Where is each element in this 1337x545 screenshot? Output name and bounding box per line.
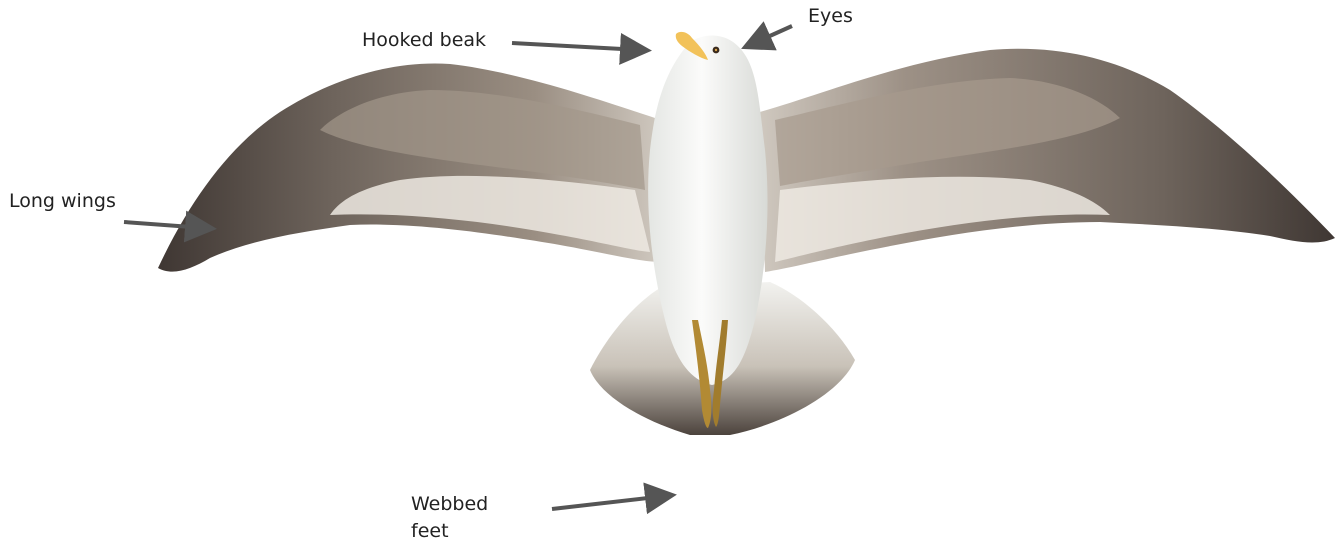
eyes-label: Eyes <box>808 4 853 28</box>
right-wing <box>760 49 1335 272</box>
long-wings-label: Long wings <box>9 189 116 213</box>
left-wing <box>158 63 660 271</box>
eyes-arrow <box>752 26 792 44</box>
hooked-beak-label: Hooked beak <box>362 28 486 52</box>
webbed-feet-label: Webbed feet <box>411 491 521 545</box>
beak-arrow <box>512 43 640 50</box>
feet-arrow <box>552 496 665 509</box>
